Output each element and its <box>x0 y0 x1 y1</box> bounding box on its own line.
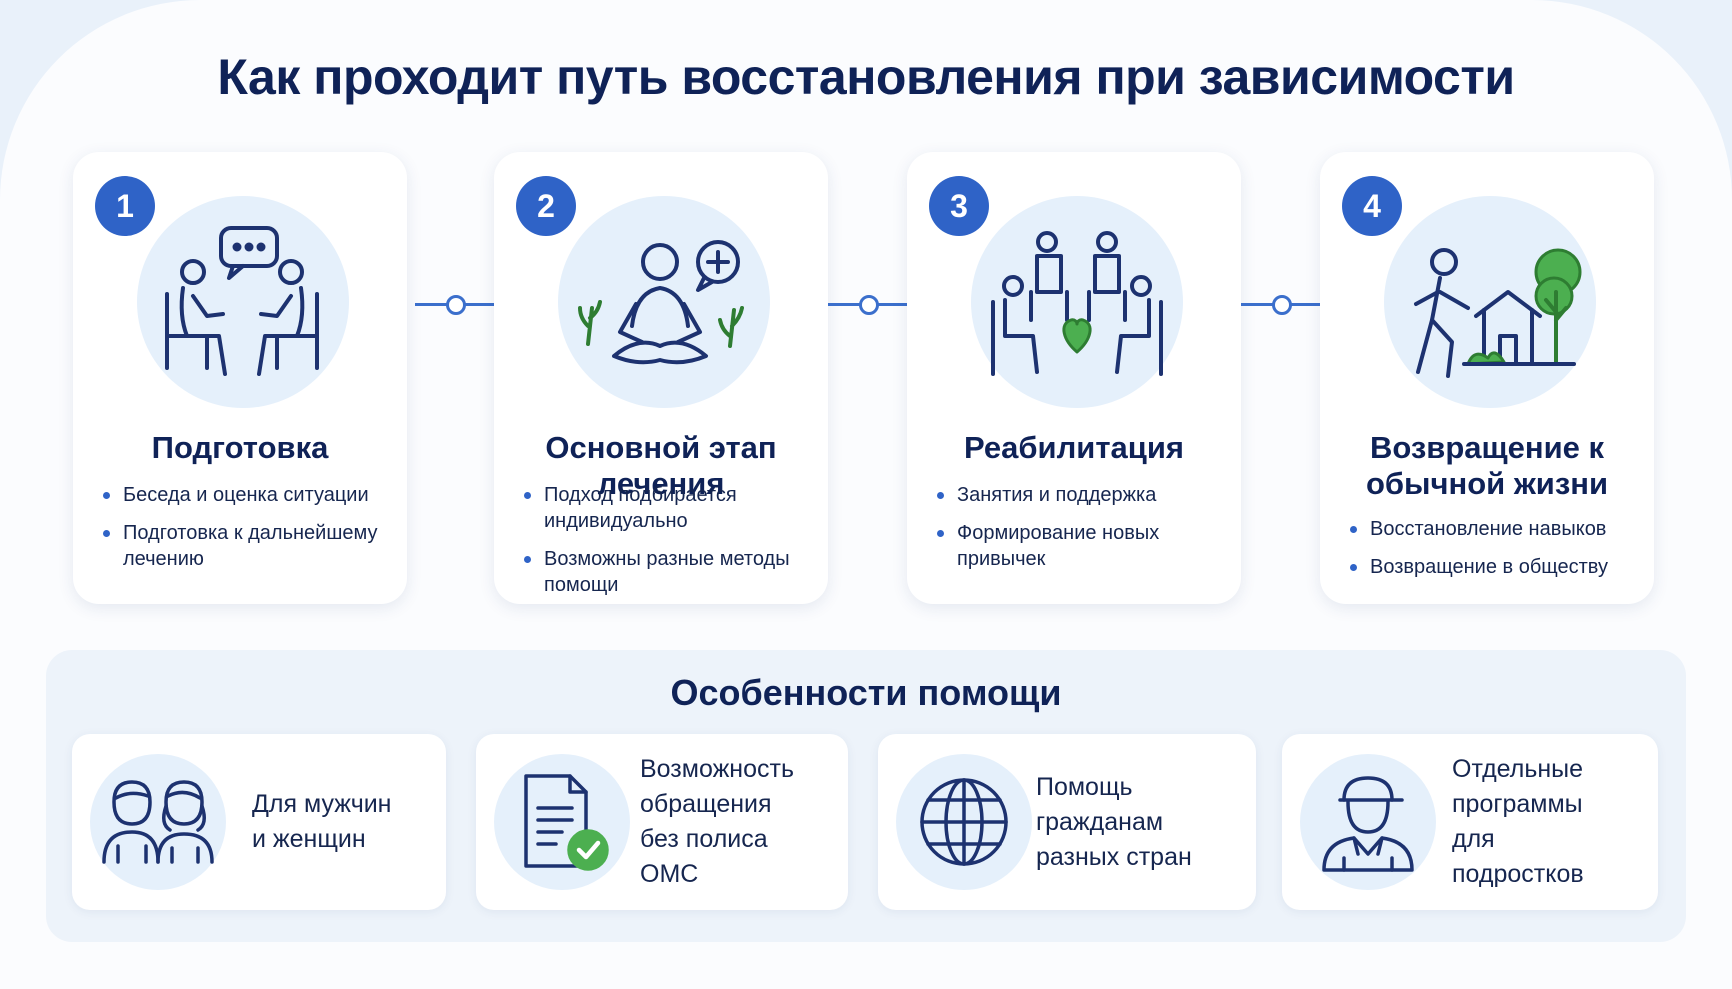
step-card-3: 3 Реабилитация Занятия и поддержка Фор <box>907 152 1241 604</box>
step-bullets: Подход подбирается индивидуально Возможн… <box>524 482 814 610</box>
document-check-icon <box>494 754 630 890</box>
step-number-badge: 2 <box>516 176 576 236</box>
step-number-badge: 4 <box>1342 176 1402 236</box>
step-connector <box>1241 295 1320 315</box>
step-card-2: 2 Основной этап лечения Подход подбирает… <box>494 152 828 604</box>
step-title: Реабилитация <box>964 430 1184 465</box>
feature-text: Для мужчин и женщин <box>252 790 392 853</box>
feature-card-2: Возможность обращения без полиса ОМС <box>476 734 848 910</box>
step-title: Подготовка <box>151 430 329 465</box>
step-bullet: Занятия и поддержка <box>937 482 1227 508</box>
page-title: Как проходит путь восстановления при зав… <box>217 49 1515 105</box>
connector-dot <box>445 295 466 315</box>
step-number-badge: 1 <box>95 176 155 236</box>
feature-card-3: Помощь гражданам разных стран <box>878 734 1256 910</box>
feature-card-1: Для мужчин и женщин <box>72 734 446 910</box>
step-bullet: Возможны разные методы помощи <box>524 546 814 598</box>
feature-text: Помощь гражданам разных стран <box>1036 772 1192 871</box>
step-bullets: Беседа и оценка ситуации Подготовка к да… <box>103 482 393 584</box>
feature-text: Возможность обращения без полиса ОМС <box>640 755 794 888</box>
conversation-icon <box>137 196 349 408</box>
step-connector <box>828 295 907 315</box>
feature-text: Отдельные программы для подростков <box>1452 755 1584 888</box>
step-connector <box>415 295 494 315</box>
teenager-icon <box>1300 754 1436 890</box>
meditation-icon <box>558 196 770 408</box>
step-title: Основной этап лечения <box>545 430 777 501</box>
step-bullets: Занятия и поддержка Формирование новых п… <box>937 482 1227 584</box>
connector-dot <box>858 295 879 315</box>
walking-home-icon <box>1384 196 1596 408</box>
support-group-icon <box>971 196 1183 408</box>
globe-icon <box>896 754 1032 890</box>
features-title: Особенности помощи <box>670 672 1062 713</box>
step-bullet: Формирование новых привычек <box>937 520 1227 572</box>
connector-dot <box>1271 295 1292 315</box>
feature-card-4: Отдельные программы для подростков <box>1282 734 1658 910</box>
step-card-4: 4 Возвращение к обычной жизни Восстановл… <box>1320 152 1654 604</box>
man-woman-icon <box>90 754 226 890</box>
step-bullet: Подход подбирается индивидуально <box>524 482 814 534</box>
step-title: Возвращение к обычной жизни <box>1365 430 1609 501</box>
step-bullet: Возвращение в обществу <box>1350 554 1640 580</box>
step-bullet: Беседа и оценка ситуации <box>103 482 393 508</box>
features-panel: Особенности помощи Для мужчин и женщин <box>46 650 1686 942</box>
step-bullet: Восстановление навыков <box>1350 516 1640 542</box>
step-number-badge: 3 <box>929 176 989 236</box>
step-card-1: 1 Подготовка Беседа и оценка ситуации <box>73 152 407 604</box>
step-bullets: Восстановление навыков Возвращение в общ… <box>1350 516 1640 592</box>
step-bullet: Подготовка к дальнейшему лечению <box>103 520 393 572</box>
